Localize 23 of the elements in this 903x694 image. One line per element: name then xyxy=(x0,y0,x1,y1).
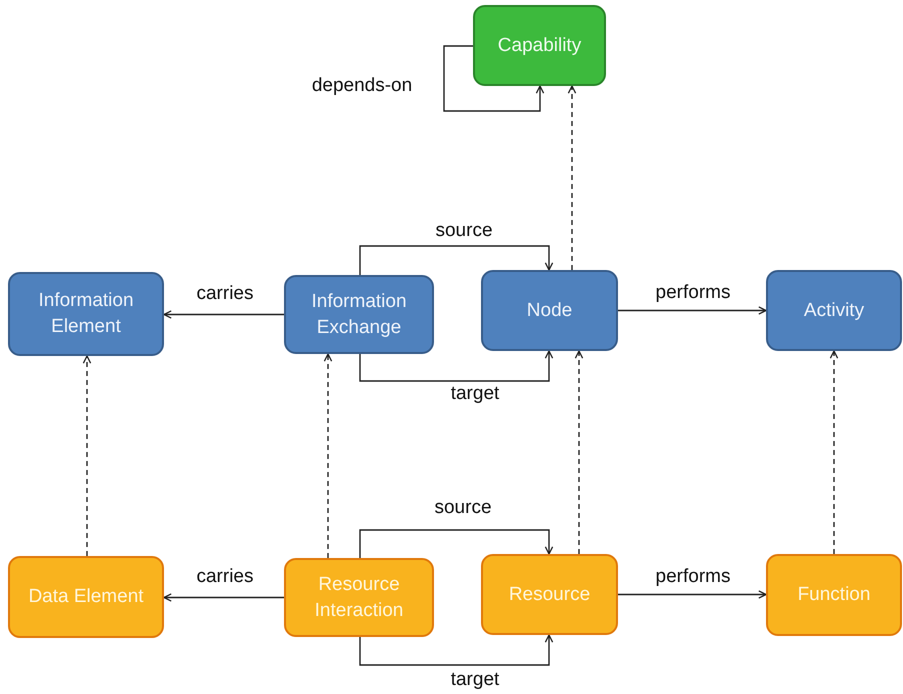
arrow xyxy=(359,529,554,558)
arrow xyxy=(443,45,544,112)
arrow xyxy=(359,350,554,382)
entity-box: Information Element xyxy=(8,272,164,356)
entity-box: Data Element xyxy=(8,556,164,638)
dashed-arrow xyxy=(82,355,92,556)
entity-box: Capability xyxy=(473,5,606,86)
entity-box: Node xyxy=(481,270,618,351)
entity-box: Resource Interaction xyxy=(284,558,434,637)
entity-box: Activity xyxy=(766,270,902,351)
entity-box: Information Exchange xyxy=(284,275,434,354)
arrow xyxy=(359,245,554,275)
dashed-arrow xyxy=(574,350,584,554)
dashed-arrow xyxy=(324,353,332,558)
dashed-arrow xyxy=(830,350,838,554)
entity-box: Function xyxy=(766,554,902,636)
dashed-arrow xyxy=(568,85,576,270)
entity-box: Resource xyxy=(481,554,618,635)
arrow xyxy=(359,634,554,666)
arrow xyxy=(618,590,767,599)
arrow xyxy=(618,306,767,315)
arrow xyxy=(163,310,284,319)
arrow xyxy=(163,593,284,602)
